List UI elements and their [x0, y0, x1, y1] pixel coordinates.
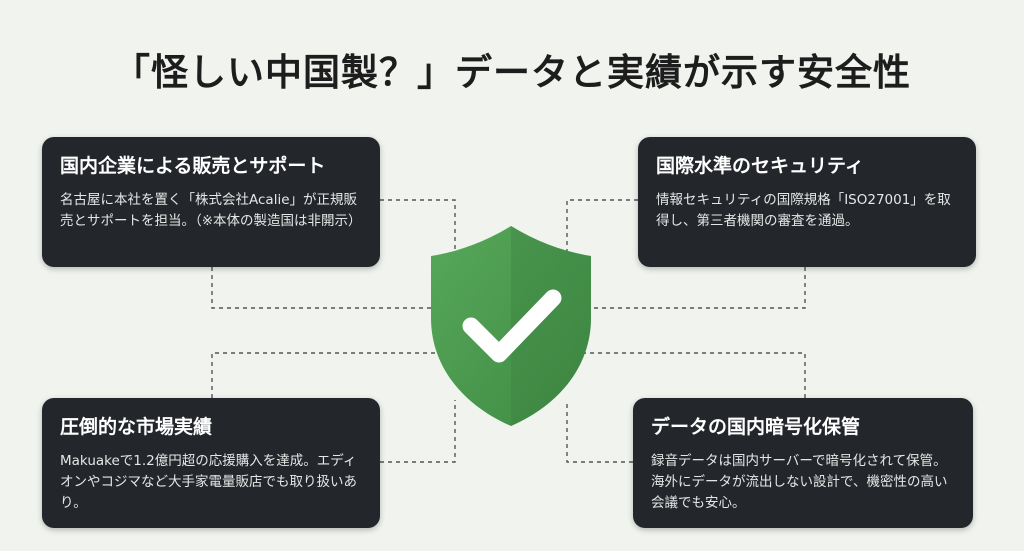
- connector-bottom-right: [567, 352, 806, 398]
- card-body: 録音データは国内サーバーで暗号化されて保管。海外にデータが流出しない設計で、機密…: [651, 453, 948, 511]
- card-domestic-sales-support: 国内企業による販売とサポート 名古屋に本社を置く「株式会社Acalie」が正規販…: [42, 137, 380, 267]
- shield-shape: [431, 226, 591, 426]
- card-market-track-record: 圧倒的な市場実績 Makuakeで1.2億円超の応援購入を達成。エディオンやコジ…: [42, 398, 380, 528]
- card-body: 名古屋に本社を置く「株式会社Acalie」が正規販売とサポートを担当。（※本体の…: [60, 192, 362, 229]
- connector-top-right-lower: [567, 267, 806, 309]
- card-heading: 国際水準のセキュリティ: [656, 155, 864, 177]
- card-body: 情報セキュリティの国際規格「ISO27001」を取得し、第三者機関の審査を通過。: [656, 192, 951, 229]
- connector-bottom-left: [211, 352, 455, 398]
- card-domestic-encrypted-storage: データの国内暗号化保管 録音データは国内サーバーで暗号化されて保管。海外にデータ…: [633, 398, 973, 528]
- card-heading: データの国内暗号化保管: [651, 416, 861, 438]
- connector-top-left: [380, 199, 456, 262]
- page-title: 「怪しい中国製？」データと実績が示す安全性: [113, 51, 911, 94]
- card-heading: 圧倒的な市場実績: [60, 416, 213, 438]
- shield-check-icon: [431, 226, 591, 426]
- shield-shape-right-shade: [511, 226, 591, 426]
- card-body: Makuakeで1.2億円超の応援購入を達成。エディオンやコジマなど大手家電量販…: [60, 453, 357, 511]
- card-international-security: 国際水準のセキュリティ 情報セキュリティの国際規格「ISO27001」を取得し、…: [638, 137, 976, 267]
- connector-top-right: [566, 199, 638, 262]
- connector-top-left-lower: [211, 267, 455, 309]
- card-heading: 国内企業による販売とサポート: [60, 155, 326, 177]
- connector-bottom-left-lower: [380, 400, 456, 463]
- connector-bottom-right-lower: [566, 400, 633, 463]
- check-mark: [462, 289, 562, 363]
